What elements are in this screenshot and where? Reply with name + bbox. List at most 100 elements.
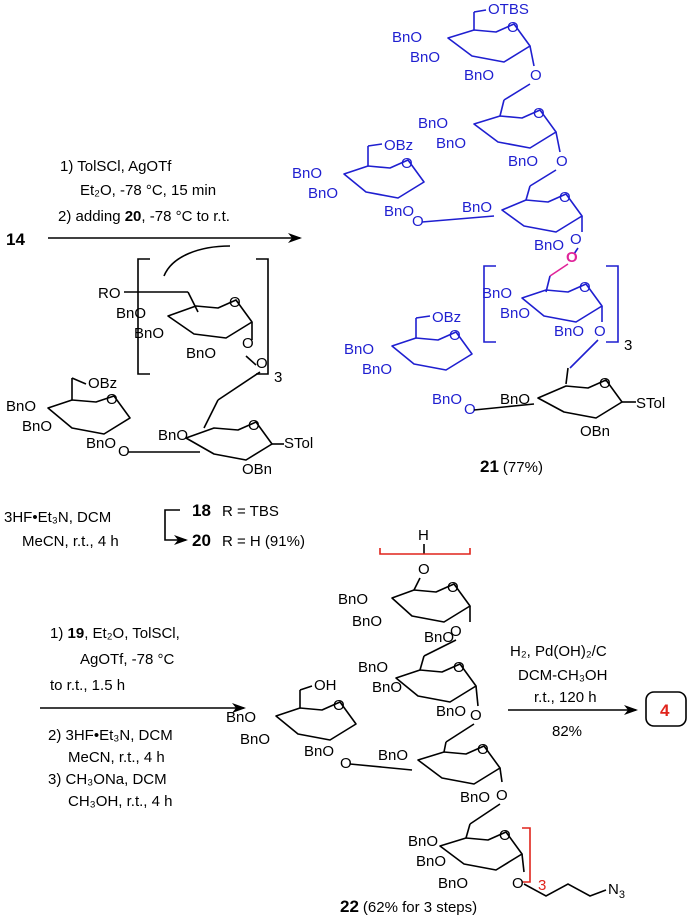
svg-text:O: O — [242, 335, 254, 352]
step2-conditions-line2: AgOTf, -78 °C — [80, 651, 175, 668]
obn-label: OBn — [580, 423, 610, 440]
bno-label: BnO — [500, 305, 530, 322]
svg-text:O: O — [106, 391, 118, 408]
bno-label: BnO — [424, 629, 454, 646]
step3-conditions-line3: r.t., 120 h — [534, 689, 597, 706]
oh-label: OH — [314, 677, 337, 694]
compound-20-structure: 3 RO O BnO BnO BnO O O OBz O BnO BnO BnO… — [6, 258, 313, 478]
svg-text:O: O — [229, 294, 241, 311]
bno-label: BnO — [308, 185, 338, 202]
ro-substituent: RO — [98, 285, 121, 302]
bno-label: BnO — [358, 659, 388, 676]
step2-conditions-line1: 1) 19, Et₂O, TolSCl, — [50, 625, 180, 642]
step2-conditions-line7: CH₃OH, r.t., 4 h — [68, 793, 172, 810]
compound-22-structure: H O O BnO BnO BnO O O BnO BnO BnO O O Bn… — [226, 527, 625, 916]
step1-conditions-line1: 1) TolSCl, AgOTf — [60, 158, 172, 175]
bno-label: BnO — [344, 341, 374, 358]
bno-label: BnO — [508, 153, 538, 170]
bno-label: BnO — [534, 237, 564, 254]
svg-text:O: O — [401, 155, 413, 172]
bno-label: BnO — [410, 49, 440, 66]
compound-18-label: 18 — [192, 501, 211, 520]
deprotect-conditions-line2: MeCN, r.t., 4 h — [22, 533, 119, 550]
svg-text:O: O — [530, 67, 542, 84]
stol-label: STol — [636, 395, 665, 412]
hydrogen-label: H — [418, 527, 429, 544]
step2-conditions-line6: 3) CH₃ONa, DCM — [48, 771, 167, 788]
svg-text:O: O — [533, 105, 545, 122]
bno-label: BnO — [226, 709, 256, 726]
step3-conditions-line1: H₂, Pd(OH)₂/C — [510, 643, 607, 660]
compound-21-structure: OTBS O BnO BnO BnO O O BnO BnO BnO O O B… — [292, 1, 665, 476]
compound-22-label: 22(62% for 3 steps) — [340, 897, 477, 916]
bno-label: BnO — [158, 427, 188, 444]
step2-conditions-line4: 2) 3HF•Et₃N, DCM — [48, 727, 173, 744]
bno-label: BnO — [554, 323, 584, 340]
compound-20-label: 20 — [192, 531, 211, 550]
svg-text:O: O — [418, 561, 430, 578]
new-linkage-oxygen: O — [566, 249, 578, 266]
reaction-arrow-3: H₂, Pd(OH)₂/C DCM-CH₃OH r.t., 120 h 82% — [508, 643, 638, 740]
svg-text:O: O — [570, 231, 582, 248]
bno-label: BnO — [116, 305, 146, 322]
bno-label: BnO — [378, 747, 408, 764]
step1-conditions-line2: Et₂O, -78 °C, 15 min — [80, 182, 216, 199]
svg-text:O: O — [333, 697, 345, 714]
compound-21-label: 21(77%) — [480, 457, 543, 476]
bno-label: BnO — [292, 165, 322, 182]
svg-text:O: O — [496, 787, 508, 804]
svg-text:O: O — [507, 19, 519, 36]
svg-text:O: O — [447, 579, 459, 596]
bno-label: BnO — [432, 391, 462, 408]
bno-label: BnO — [482, 285, 512, 302]
bno-label: BnO — [6, 398, 36, 415]
bno-label: BnO — [418, 115, 448, 132]
bno-label: BnO — [304, 743, 334, 760]
svg-text:O: O — [464, 401, 476, 418]
bno-label: BnO — [384, 203, 414, 220]
bno-label: BnO — [408, 833, 438, 850]
bno-label: BnO — [86, 435, 116, 452]
otbs-label: OTBS — [488, 1, 529, 18]
svg-text:O: O — [340, 755, 352, 772]
compound-20-r: R = H (91%) — [222, 533, 305, 550]
step3-conditions-line2: DCM-CH₃OH — [518, 667, 607, 684]
svg-text:O: O — [248, 417, 260, 434]
bno-label: BnO — [240, 731, 270, 748]
bno-label: BnO — [362, 361, 392, 378]
bno-label: BnO — [464, 67, 494, 84]
deprotect-conditions-line1: 3HF•Et₃N, DCM — [4, 509, 111, 526]
deprotection-step: 18 R = TBS 20 R = H (91%) 3HF•Et₃N, DCM … — [4, 501, 305, 550]
bno-label: BnO — [460, 789, 490, 806]
bno-label: BnO — [372, 679, 402, 696]
svg-text:O: O — [556, 153, 568, 170]
bno-label: BnO — [462, 199, 492, 216]
bno-label: BnO — [436, 703, 466, 720]
svg-text:O: O — [559, 189, 571, 206]
bno-label: BnO — [500, 391, 530, 408]
compound-18-r: R = TBS — [222, 503, 279, 520]
bno-label: BnO — [438, 875, 468, 892]
reaction-arrow-1: 1) TolSCl, AgOTf Et₂O, -78 °C, 15 min 2)… — [48, 158, 302, 277]
azide-label: N3 — [608, 881, 625, 901]
target-compound-box: 4 — [645, 691, 687, 727]
svg-text:O: O — [256, 355, 268, 372]
step2-conditions-line3: to r.t., 1.5 h — [50, 677, 125, 694]
svg-text:O: O — [579, 279, 591, 296]
svg-text:O: O — [450, 623, 462, 640]
stol-label: STol — [284, 435, 313, 452]
target-compound-label: 4 — [660, 701, 670, 720]
step3-conditions-line4: 82% — [552, 723, 582, 740]
repeat-count-21: 3 — [624, 337, 632, 354]
bno-label: BnO — [22, 418, 52, 435]
svg-text:O: O — [453, 659, 465, 676]
bno-label: BnO — [436, 135, 466, 152]
bno-label: BnO — [134, 325, 164, 342]
obz-label: OBz — [88, 375, 117, 392]
step1-conditions-line3: 2) adding 20, -78 °C to r.t. — [58, 208, 230, 225]
svg-text:O: O — [449, 327, 461, 344]
bno-label: BnO — [352, 613, 382, 630]
svg-text:O: O — [118, 443, 130, 460]
repeat-count-22: 3 — [538, 877, 546, 894]
